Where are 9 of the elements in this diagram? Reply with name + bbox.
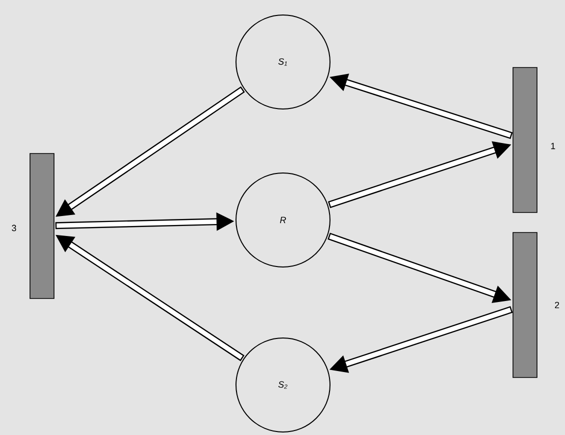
- circle-node: S$_{1}$: [236, 14, 330, 110]
- circle-node: R: [236, 172, 330, 268]
- bar-label: 1: [551, 142, 556, 150]
- bar-node: [512, 232, 538, 378]
- bar-label: 2: [554, 302, 560, 308]
- circle-node: S$_{2}$: [236, 337, 330, 432]
- bar-label: 3: [12, 224, 16, 232]
- bar-node: [512, 67, 538, 213]
- bar-node: [30, 153, 54, 299]
